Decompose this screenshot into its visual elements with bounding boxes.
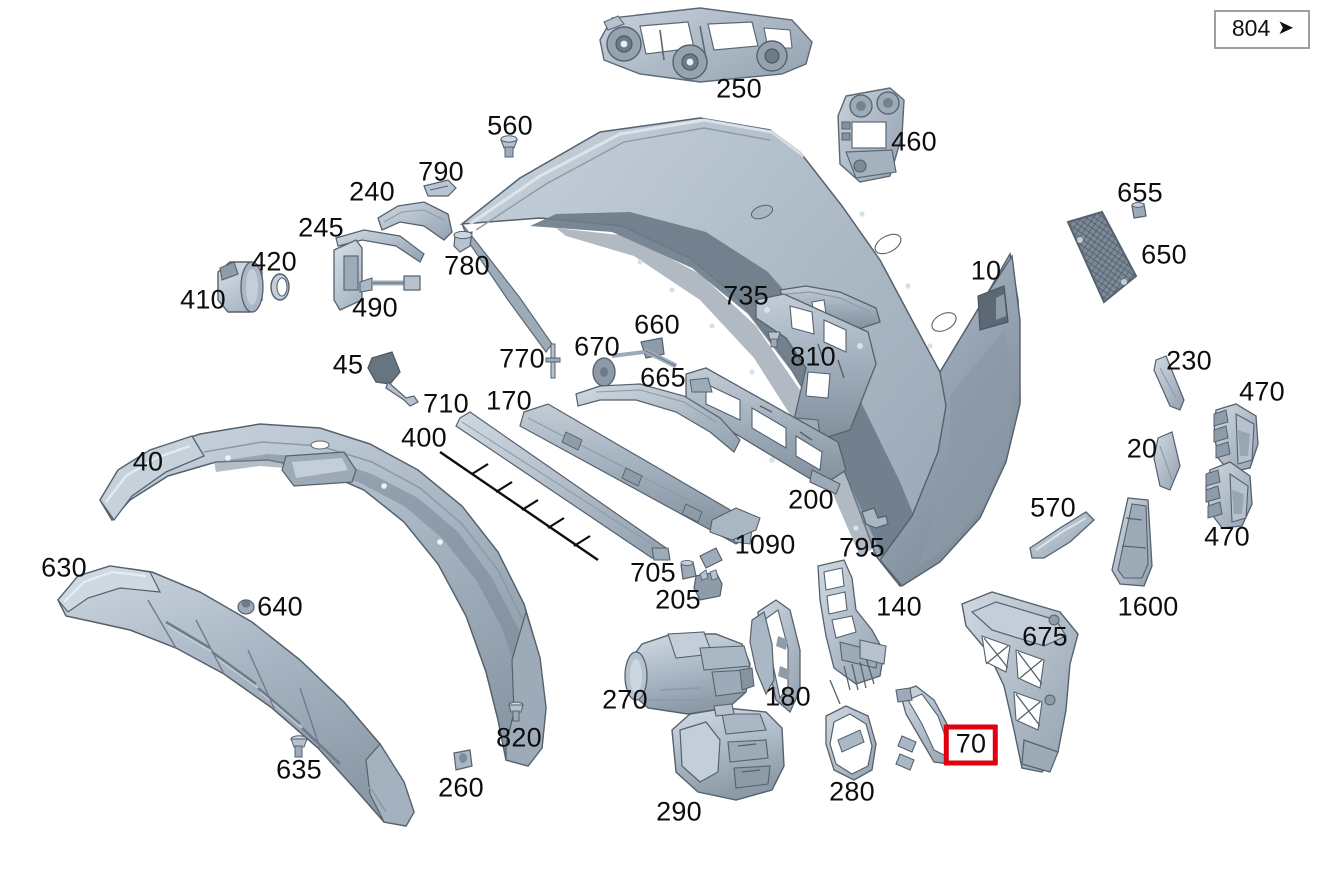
callout-label-40: 40 bbox=[132, 446, 164, 477]
part-670 bbox=[592, 357, 616, 387]
callout-label-410: 410 bbox=[180, 284, 226, 315]
callout-label-20: 20 bbox=[1126, 433, 1158, 464]
part-200-carrier bbox=[685, 367, 847, 495]
callout-label-705: 705 bbox=[630, 557, 676, 588]
callout-label-170: 170 bbox=[486, 385, 532, 416]
callout-label-400: 400 bbox=[401, 422, 447, 453]
callout-label-45: 45 bbox=[332, 349, 364, 380]
part-810-bar bbox=[755, 293, 877, 443]
part-40-lower-bumper bbox=[99, 423, 547, 767]
part-795 bbox=[861, 507, 889, 529]
part-205 bbox=[693, 569, 723, 601]
callout-label-795: 795 bbox=[839, 532, 885, 563]
callout-label-665: 665 bbox=[640, 362, 686, 393]
part-790 bbox=[423, 179, 457, 197]
callout-label-10: 10 bbox=[970, 255, 1002, 286]
part-290 bbox=[671, 703, 785, 801]
callout-label-205: 205 bbox=[655, 584, 701, 615]
part-45 bbox=[367, 351, 419, 407]
callout-label-1600: 1600 bbox=[1117, 591, 1179, 622]
part-170 bbox=[519, 403, 753, 545]
callout-label-790: 790 bbox=[418, 156, 464, 187]
part-635 bbox=[290, 735, 308, 758]
callout-label-180: 180 bbox=[765, 681, 811, 712]
callout-label-635: 635 bbox=[276, 754, 322, 785]
part-705 bbox=[680, 559, 697, 580]
part-460 bbox=[837, 87, 905, 183]
part-710 bbox=[455, 411, 671, 561]
callout-label-655: 655 bbox=[1117, 177, 1163, 208]
part-470-upper bbox=[1213, 403, 1259, 473]
page-badge[interactable]: 804 ➤ bbox=[1213, 10, 1310, 49]
callout-label-470a: 470 bbox=[1239, 376, 1285, 407]
part-630-diffuser bbox=[57, 565, 415, 827]
part-655 bbox=[1131, 202, 1147, 219]
part-400-leader bbox=[439, 451, 599, 561]
callout-label-560: 560 bbox=[487, 110, 533, 141]
callout-label-780: 780 bbox=[444, 250, 490, 281]
part-660-665 bbox=[611, 337, 678, 369]
callout-label-270: 270 bbox=[602, 684, 648, 715]
part-140 bbox=[817, 559, 887, 705]
part-180 bbox=[749, 599, 801, 714]
page-badge-number: 804 bbox=[1231, 15, 1271, 41]
callout-label-290: 290 bbox=[656, 796, 702, 827]
callout-label-260: 260 bbox=[438, 772, 484, 803]
callout-label-640: 640 bbox=[257, 591, 303, 622]
part-1090 bbox=[575, 383, 761, 569]
callout-label-1090: 1090 bbox=[734, 529, 796, 560]
part-470-lower bbox=[1205, 461, 1253, 529]
callout-label-420: 420 bbox=[251, 246, 297, 277]
callout-label-820: 820 bbox=[496, 722, 542, 753]
callout-label-735: 735 bbox=[723, 280, 769, 311]
part-20 bbox=[1153, 431, 1181, 491]
part-820 bbox=[508, 701, 524, 722]
part-570 bbox=[1029, 511, 1095, 559]
callout-label-710: 710 bbox=[423, 388, 469, 419]
part-490 bbox=[333, 239, 421, 311]
part-240 bbox=[377, 201, 453, 241]
part-250 bbox=[599, 7, 813, 83]
callout-label-670: 670 bbox=[574, 331, 620, 362]
callout-label-200: 200 bbox=[788, 484, 834, 515]
part-270-muffler bbox=[624, 631, 755, 715]
part-650-mesh bbox=[1066, 210, 1138, 304]
part-780 bbox=[453, 230, 473, 253]
part-260 bbox=[453, 749, 473, 771]
part-410 bbox=[217, 261, 264, 313]
part-560 bbox=[500, 135, 518, 158]
callout-label-675: 675 bbox=[1022, 621, 1068, 652]
callout-label-240: 240 bbox=[349, 176, 395, 207]
part-420 bbox=[270, 273, 290, 301]
arrow-right-icon: ➤ bbox=[1277, 16, 1294, 39]
part-770 bbox=[545, 343, 561, 379]
part-675 bbox=[961, 591, 1079, 773]
callout-label-490: 490 bbox=[352, 292, 398, 323]
part-1600 bbox=[1111, 497, 1153, 587]
callout-label-770: 770 bbox=[499, 343, 545, 374]
callout-label-140: 140 bbox=[876, 591, 922, 622]
part-280 bbox=[825, 705, 877, 781]
callout-label-245: 245 bbox=[298, 212, 344, 243]
part-640 bbox=[237, 599, 255, 615]
callout-label-570: 570 bbox=[1030, 492, 1076, 523]
callout-label-470b: 470 bbox=[1204, 521, 1250, 552]
part-230 bbox=[1153, 355, 1185, 411]
callout-label-460: 460 bbox=[891, 126, 937, 157]
callout-label-810: 810 bbox=[790, 341, 836, 372]
callout-label-70[interactable]: 70 bbox=[943, 724, 999, 766]
callout-label-250: 250 bbox=[716, 73, 762, 104]
callout-label-650: 650 bbox=[1141, 239, 1187, 270]
callout-label-630: 630 bbox=[41, 552, 87, 583]
callout-label-660: 660 bbox=[634, 309, 680, 340]
callout-label-280: 280 bbox=[829, 776, 875, 807]
callout-label-230: 230 bbox=[1166, 345, 1212, 376]
